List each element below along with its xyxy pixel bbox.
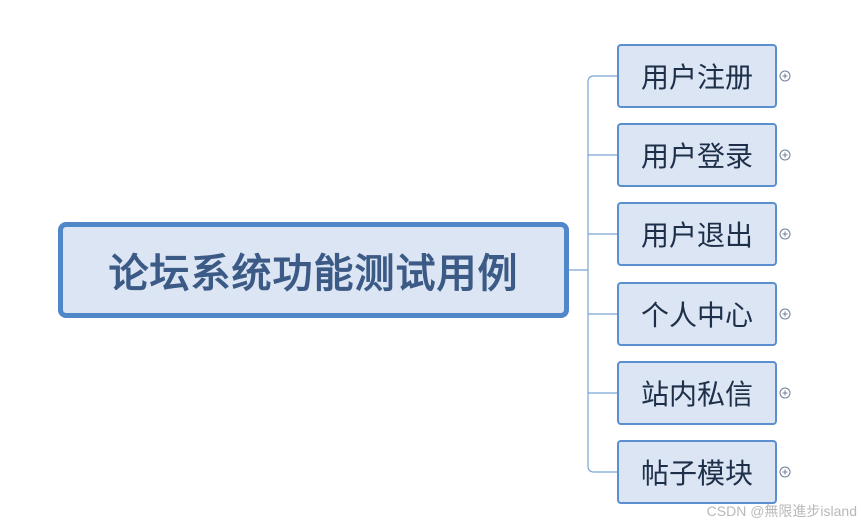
subtopic-label: 个人中心: [640, 299, 753, 332]
subtopic-label: 站内私信: [640, 378, 753, 411]
branch-connector-line: [587, 465, 617, 473]
branch-connector-line: [587, 75, 617, 83]
subtopic-node-user-register[interactable]: 用户注册: [617, 44, 777, 108]
root-topic-label: 论坛系统功能测试用例: [108, 251, 519, 297]
plus-circle-icon[interactable]: [779, 228, 791, 240]
watermark: CSDN @無限進步island: [706, 503, 857, 519]
subtopic-label: 用户注册: [640, 61, 753, 94]
plus-circle-icon[interactable]: [779, 308, 791, 320]
plus-circle-icon[interactable]: [779, 466, 791, 478]
plus-circle-icon[interactable]: [779, 70, 791, 82]
subtopic-node-personal-center[interactable]: 个人中心: [617, 282, 777, 346]
plus-circle-icon[interactable]: [779, 387, 791, 399]
subtopic-node-user-login[interactable]: 用户登录: [617, 123, 777, 187]
subtopic-label: 用户登录: [640, 140, 753, 173]
subtopic-node-post-module[interactable]: 帖子模块: [617, 440, 777, 504]
subtopic-label: 帖子模块: [640, 457, 753, 490]
subtopic-node-user-logout[interactable]: 用户退出: [617, 202, 777, 266]
subtopic-label: 用户退出: [640, 219, 753, 252]
root-topic-node[interactable]: 论坛系统功能测试用例: [58, 222, 569, 318]
plus-circle-icon[interactable]: [779, 149, 791, 161]
subtopic-node-private-message[interactable]: 站内私信: [617, 361, 777, 425]
